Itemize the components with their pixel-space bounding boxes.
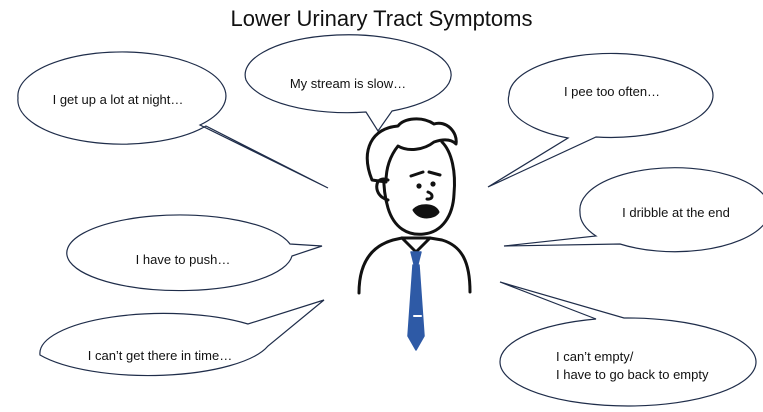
bubble-shape	[488, 53, 713, 187]
tie-knot	[411, 252, 421, 264]
bubble-text-dribble: I dribble at the end	[622, 205, 730, 220]
nose	[427, 192, 432, 199]
bubble-text-time: I can’t get there in time…	[88, 348, 233, 363]
bubble-shape	[500, 282, 756, 406]
tie	[408, 265, 424, 350]
speech-bubble-push: I have to push…	[67, 215, 322, 291]
person-illustration	[359, 119, 470, 350]
mouth	[414, 206, 438, 217]
eyebrow-right	[429, 172, 440, 175]
diagram-title: Lower Urinary Tract Symptoms	[0, 6, 763, 32]
speech-bubble-stream: My stream is slow…	[245, 35, 451, 131]
collar	[402, 238, 430, 252]
bubble-text-night: I get up a lot at night…	[53, 92, 184, 107]
hair	[367, 119, 456, 182]
bubble-shape	[40, 300, 324, 376]
bubble-text-push: I have to push…	[136, 252, 231, 267]
speech-bubble-time: I can’t get there in time…	[40, 300, 324, 376]
eyebrow-left	[411, 172, 423, 176]
speech-bubble-dribble: I dribble at the end	[504, 168, 763, 252]
eye-left-icon	[416, 183, 421, 188]
eye-right-icon	[430, 181, 435, 186]
bubble-text-empty-line1: I can’t empty/	[556, 349, 634, 364]
speech-bubble-empty: I can’t empty/ I have to go back to empt…	[500, 282, 756, 406]
speech-bubble-often: I pee too often…	[488, 53, 713, 187]
bubble-text-stream: My stream is slow…	[290, 76, 406, 91]
bubble-text-empty-line2: I have to go back to empty	[556, 367, 709, 382]
bubble-text-often: I pee too often…	[564, 84, 660, 99]
